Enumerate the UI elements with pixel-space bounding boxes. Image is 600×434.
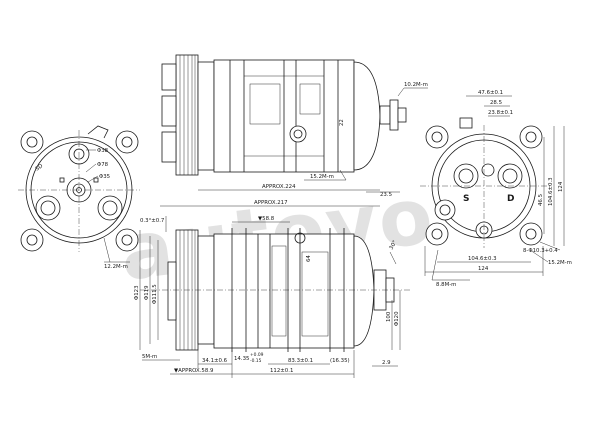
- front-dim-m12: 12.2M-m: [104, 264, 128, 270]
- rear-label-suction: S: [463, 194, 469, 204]
- front-ear-tl: [20, 130, 44, 154]
- side-dim-m5: 5M-m: [142, 354, 157, 360]
- side-dim-64: 64: [306, 255, 312, 262]
- rear-dim-8-d10-3: 8-Φ10.3+0.4: [523, 248, 558, 254]
- front-top-bracket: [87, 125, 109, 139]
- side-dim-83-3: 83.3±0.1: [288, 358, 313, 364]
- rear-ear-br: [519, 222, 543, 246]
- side-dim-34-1: 34.1±0.6: [202, 358, 228, 364]
- side-dim-2-9: 2.9: [382, 360, 391, 366]
- side-dim-30deg: 30°: [389, 239, 399, 251]
- side-dim-d120: Φ120: [394, 311, 400, 326]
- front-lower-right-bore: [97, 195, 123, 221]
- front-dim-d38: Φ38: [97, 148, 109, 154]
- side-dim-58-8: ▼58.8: [258, 216, 275, 222]
- front-view: SD Φ38 Φ78 Φ35 12.2M-m: [18, 125, 140, 270]
- top-service-fitting: [289, 125, 307, 143]
- top-dim-approx224: APPROX.224: [262, 184, 296, 190]
- rear-dim-23-8: 23.8±0.1: [488, 110, 513, 116]
- rear-dim-47-6: 47.6±0.1: [478, 90, 503, 96]
- side-dim-d111-5: Φ111.5: [152, 284, 158, 304]
- rear-dim-104-6b: 104.6±0.3: [468, 256, 497, 262]
- front-ear-bl: [20, 228, 44, 252]
- top-dim-23-5: 23.5: [380, 192, 392, 198]
- rear-ear-bl: [425, 222, 449, 246]
- top-dim-m10: 10.2M-m: [404, 82, 428, 88]
- rear-suction-port: [453, 163, 479, 189]
- rear-ear-tl: [425, 125, 449, 149]
- top-dim-22: 22: [339, 119, 345, 126]
- rear-dim-104-6: 104.6±0.3: [548, 177, 554, 206]
- side-dim-approx58-9: ▼APPROX.58.9: [174, 368, 214, 374]
- side-dim-tol-up: +0.09: [250, 352, 264, 358]
- front-dim-d78: Φ78: [97, 162, 109, 168]
- rear-side-fitting: [434, 199, 456, 221]
- side-dim-d123: Φ123: [134, 285, 140, 300]
- front-lower-left-bore: [35, 195, 61, 221]
- side-dim-100: 100: [386, 311, 392, 322]
- side-dim-16-35: (16.35): [330, 358, 350, 364]
- rear-discharge-port: [497, 163, 523, 189]
- rear-dim-46-5: 46.5: [538, 194, 544, 206]
- side-view: APPROX.217 0.3°±0.7 ▼58.8 30° 64: [134, 200, 410, 378]
- rear-dim-124: 124: [558, 181, 564, 192]
- side-dim-tol-dn: -0.15: [250, 358, 262, 364]
- rear-dim-m8-8: 8.8M-m: [436, 282, 456, 288]
- side-dim-d119: Φ119: [144, 285, 150, 300]
- front-ear-tr: [115, 130, 139, 154]
- rear-view: S D 47.6±0.1 28.5 23.8±0.1 46.5 104.6±0.…: [420, 90, 572, 288]
- top-view: 10.2M-m 22 15.2M-m APPROX.224 23.5: [161, 54, 428, 198]
- top-clutch: [197, 61, 215, 171]
- side-dim-112: 112±0.1: [270, 368, 293, 374]
- front-dim-d35: Φ35: [99, 174, 110, 180]
- rear-dim-124b: 124: [478, 266, 489, 272]
- side-body: [213, 233, 355, 349]
- front-ear-br: [115, 228, 139, 252]
- rear-dim-m15: 15.2M-m: [548, 260, 572, 266]
- side-dim-14-35: 14.35: [234, 356, 249, 362]
- side-dim-angle: 0.3°±0.7: [140, 218, 164, 224]
- top-pulley: [175, 54, 199, 176]
- rear-dim-28-5: 28.5: [490, 100, 502, 106]
- rear-label-discharge: D: [507, 194, 514, 204]
- rear-ear-tr: [519, 125, 543, 149]
- top-dim-m15: 15.2M-m: [310, 174, 334, 180]
- svg-text:SD: SD: [35, 163, 45, 172]
- side-dim-approx217: APPROX.217: [254, 200, 288, 206]
- top-rear-cap: [353, 61, 381, 171]
